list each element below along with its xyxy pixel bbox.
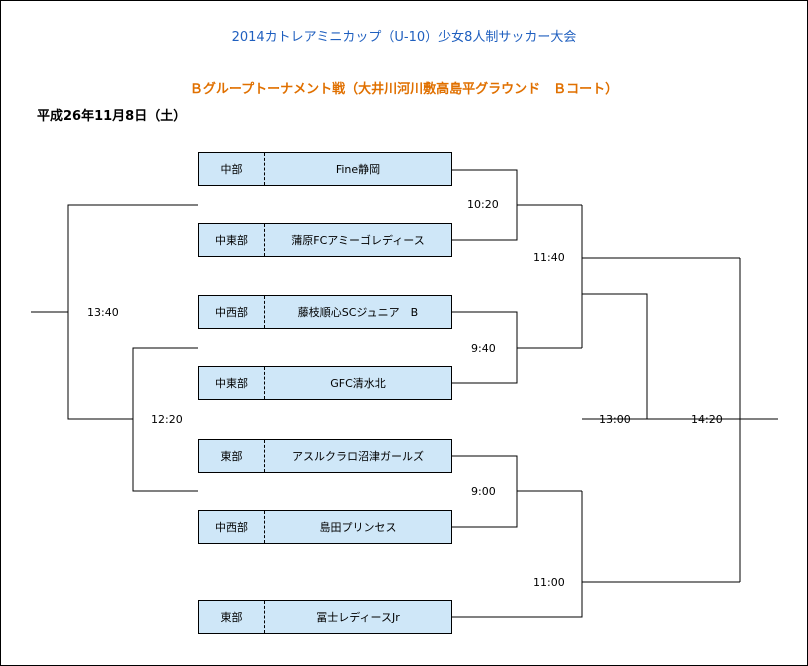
match-time-r3: 13:00 [599, 413, 631, 426]
team-box-7: 東部 冨士レディースJr [198, 600, 452, 634]
team-name: 冨士レディースJr [316, 611, 400, 624]
match-time-final: 14:20 [691, 413, 723, 426]
match-time-left-outer: 13:40 [87, 306, 119, 319]
match-time-left-inner: 12:20 [151, 413, 183, 426]
tournament-title: 2014カトレアミニカップ（U-10）少女8人制サッカー大会 [231, 30, 577, 45]
bracket-line-left-inner [132, 347, 198, 492]
team-box-4: 中東部 GFC清水北 [198, 366, 452, 400]
match-time-r1c: 9:00 [471, 485, 496, 498]
team-region: 中西部 [199, 296, 265, 328]
group-subtitle: Ｂグループトーナメント戦（大井川河川敷高島平グラウンド Ｂコート） [189, 82, 619, 97]
match-time-r1b: 9:40 [471, 342, 496, 355]
team-box-2: 中東部 蒲原FCアミーゴレディース [198, 223, 452, 257]
team-name: 島田プリンセス [319, 521, 397, 534]
bracket-line-r3 [582, 293, 648, 420]
team-box-3: 中西部 藤枝順心SCジュニア B [198, 295, 452, 329]
team-name: 蒲原FCアミーゴレディース [291, 234, 425, 247]
team-name: アスルクラロ沼津ガールズ [292, 450, 424, 463]
team-region: 中部 [199, 153, 265, 185]
match-date: 平成26年11月8日（土） [37, 109, 187, 124]
team-box-6: 中西部 島田プリンセス [198, 510, 452, 544]
team-region: 中東部 [199, 224, 265, 256]
team-region: 中東部 [199, 367, 265, 399]
team-region: 東部 [199, 601, 265, 633]
team-name: GFC清水北 [330, 377, 386, 390]
match-time-r2a: 11:40 [533, 251, 565, 264]
match-time-r1a: 10:20 [467, 198, 499, 211]
team-box-1: 中部 Fine静岡 [198, 152, 452, 186]
bracket-line-r2b [452, 491, 583, 618]
team-name: 藤枝順心SCジュニア B [297, 306, 419, 319]
match-time-r2b: 11:00 [533, 576, 565, 589]
team-region: 東部 [199, 440, 265, 472]
team-box-5: 東部 アスルクラロ沼津ガールズ [198, 439, 452, 473]
team-name: Fine静岡 [335, 163, 381, 176]
team-region: 中西部 [199, 511, 265, 543]
